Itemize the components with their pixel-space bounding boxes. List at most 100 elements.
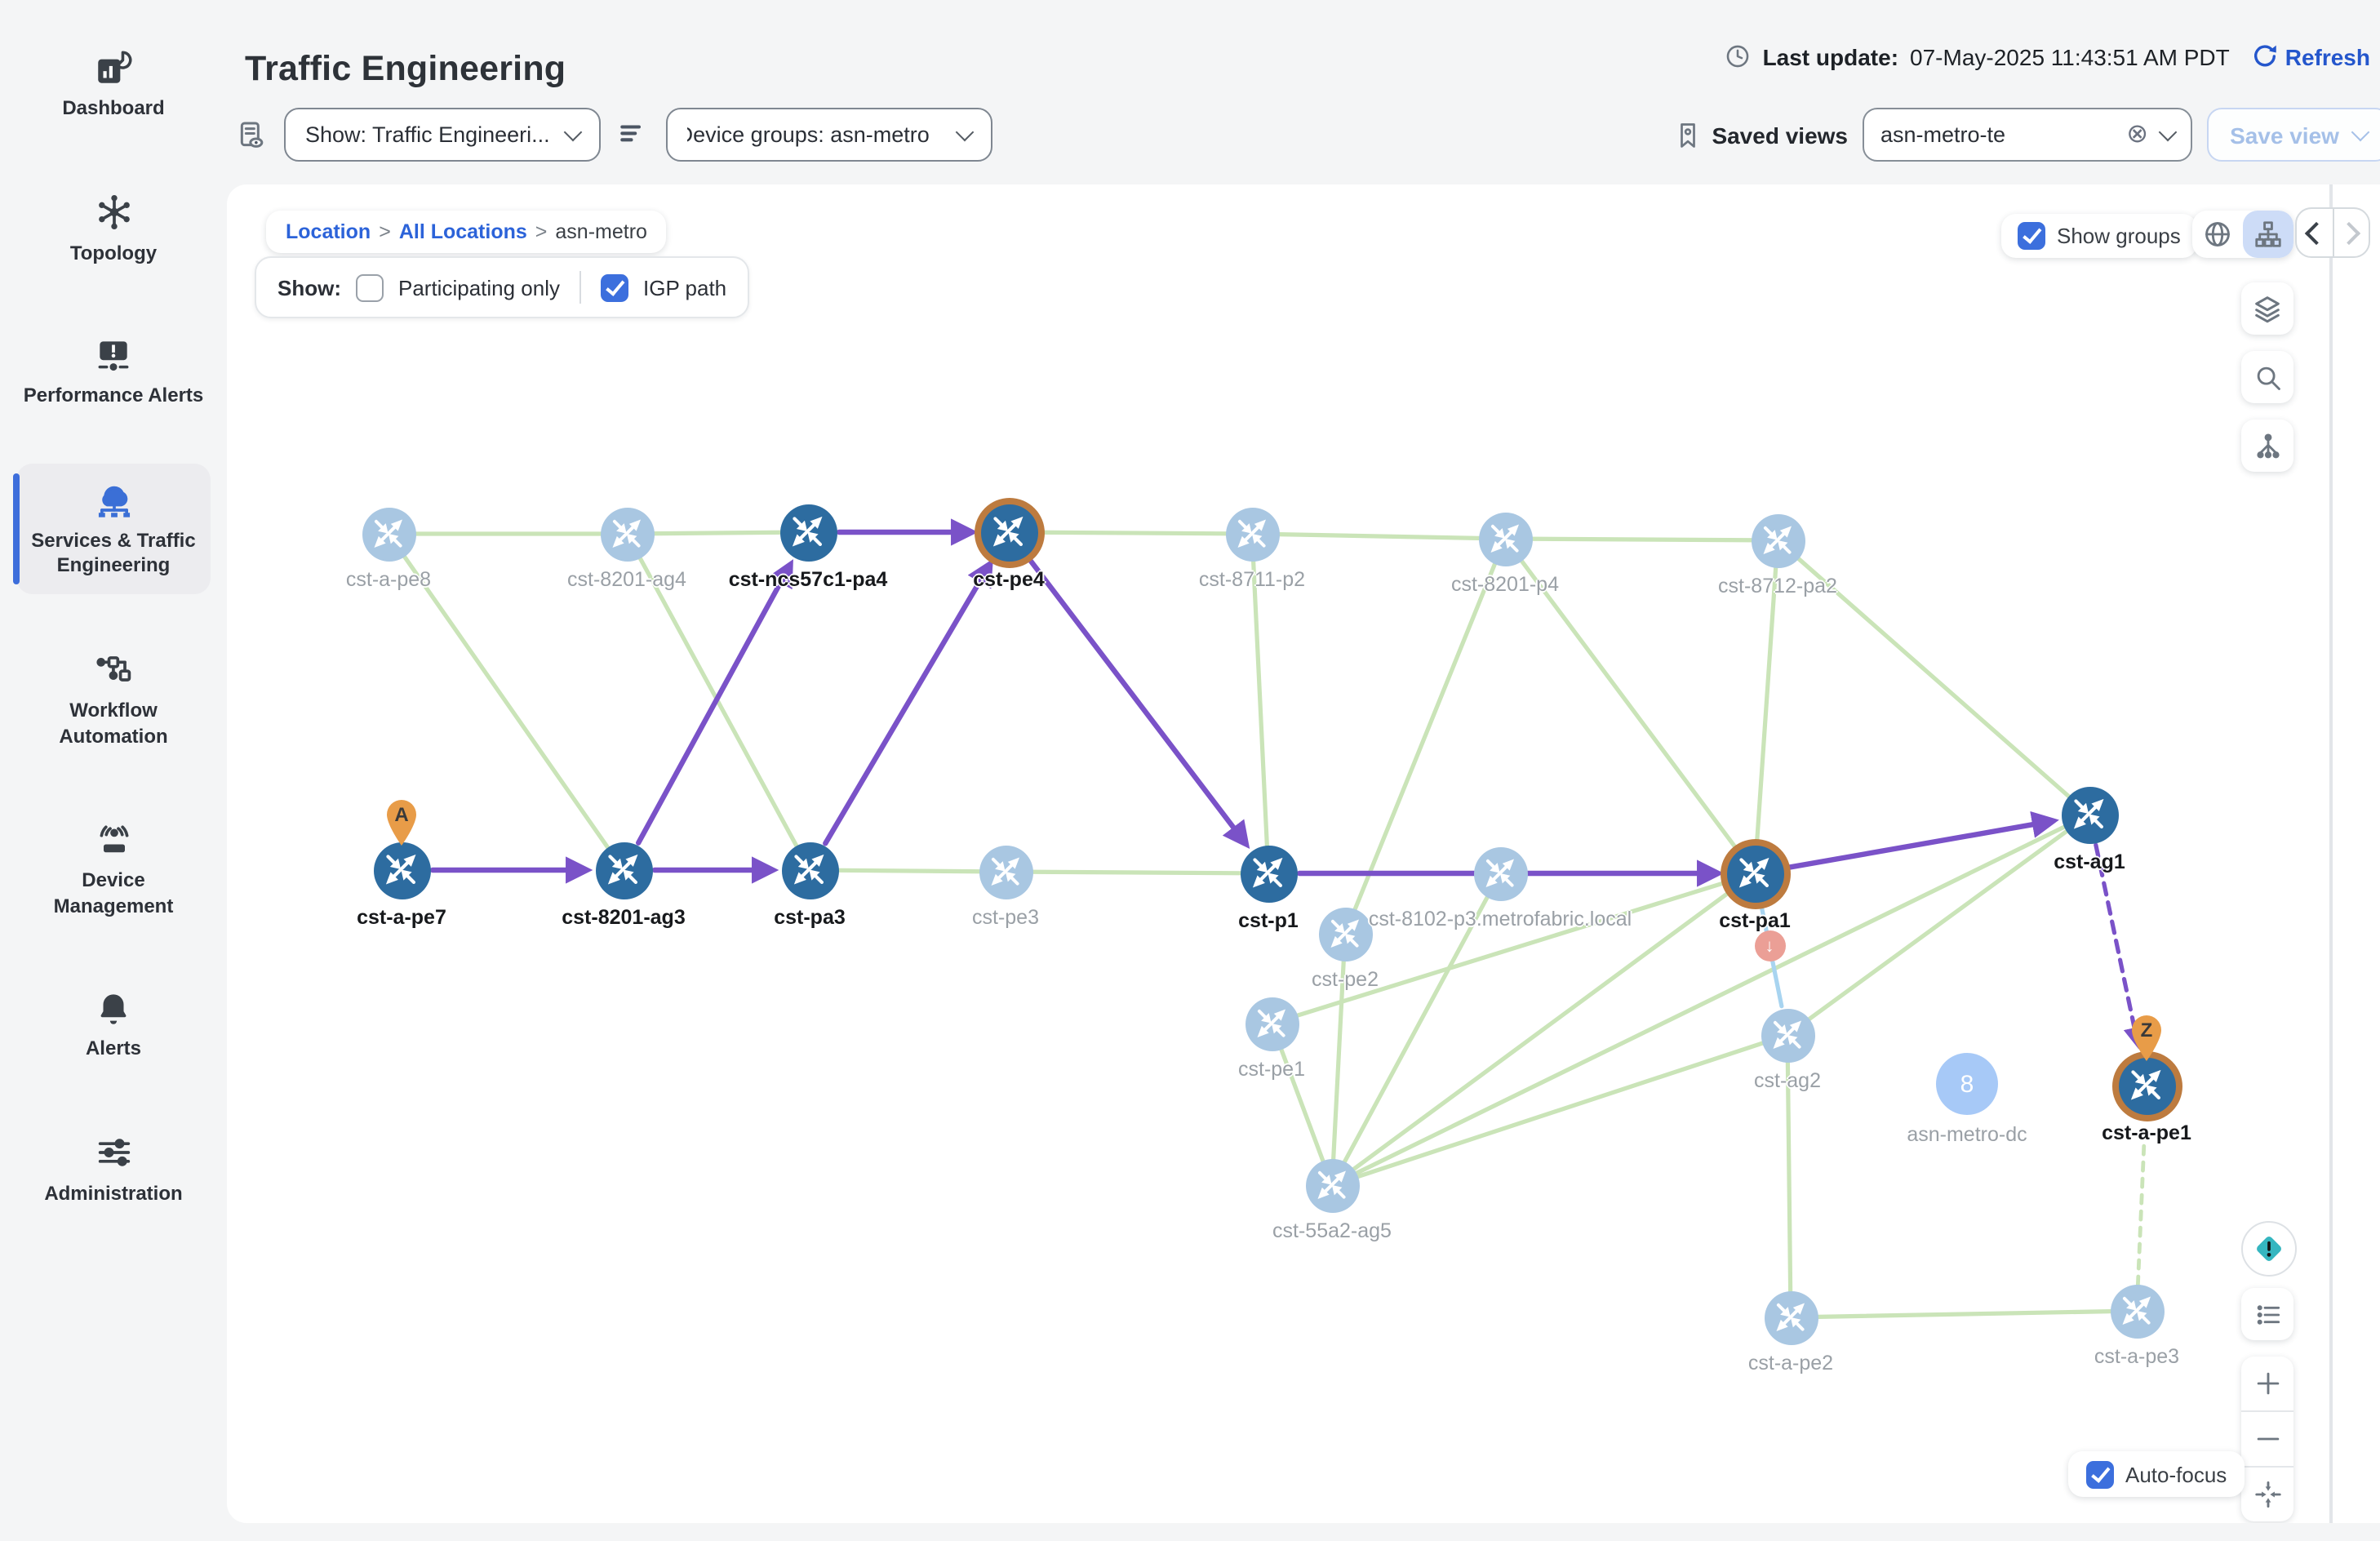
auto-focus-checkbox[interactable] [2086,1460,2114,1488]
device-groups-dropdown[interactable]: Device groups: asn-metro [665,108,992,162]
refresh-button[interactable]: Refresh [2251,42,2370,70]
topology-node[interactable] [1245,997,1299,1050]
sidebar-item-administration[interactable]: Administration [16,1117,211,1222]
topology-link[interactable] [1250,531,1507,541]
router-icon [993,517,1024,548]
topology-link[interactable] [1330,871,1503,1188]
view-options-icon[interactable] [233,117,269,153]
topology-node[interactable] [1305,1158,1359,1212]
link-down-badge[interactable]: ↓ [1754,930,1785,962]
topology-node[interactable] [979,845,1032,899]
path-tree-button[interactable] [2241,420,2293,472]
topology-link[interactable] [2094,842,2146,1050]
topology-link[interactable] [1024,554,1250,850]
topology-link[interactable] [823,558,993,846]
topology-link[interactable] [1330,871,1757,1188]
topology-node[interactable] [1761,1008,1814,1062]
topology-link[interactable] [1783,810,2059,871]
topology-node[interactable] [980,504,1037,561]
auto-focus-toggle: Auto-focus [2068,1451,2245,1497]
topology-link[interactable] [1330,812,2092,1188]
breadcrumb-all-locations[interactable]: All Locations [398,220,527,243]
sidebar-item-topology[interactable]: Topology [16,175,211,281]
topology-node[interactable] [362,507,415,561]
router-icon [1330,919,1360,948]
topology-link[interactable] [1330,931,1348,1188]
topology-node[interactable] [1225,507,1279,561]
collapse-right-button[interactable] [2332,209,2369,256]
topology-link[interactable] [1003,869,1271,876]
topology-node[interactable] [595,842,652,899]
bookmark-icon [1680,122,1695,147]
sidebar-item-services-traffic-engineering[interactable]: Services & Traffic Engineering [13,463,211,594]
collapse-left-button[interactable] [2297,209,2332,256]
topology-link[interactable] [807,868,1008,874]
show-filter-dropdown[interactable]: Show: Traffic Engineeri... [284,108,601,162]
topology-node[interactable] [2061,786,2118,843]
topology-node[interactable] [1726,845,1783,902]
topology-link[interactable] [2135,1126,2147,1287]
saved-view-select[interactable]: asn-metro-te ⊗ [1863,108,2192,162]
topology-node[interactable] [1751,513,1805,567]
sidebar-item-label: Alerts [85,1037,141,1060]
geo-map-button[interactable] [2192,211,2243,258]
topology-node[interactable] [373,842,430,899]
fit-view-button[interactable] [2241,1466,2293,1521]
topology-node[interactable] [1318,907,1372,961]
topology-link[interactable] [1503,536,1757,876]
right-panel-divider [2329,184,2333,1523]
topology-node[interactable] [2110,1284,2164,1338]
save-view-label: Save view [2230,122,2339,148]
breadcrumb-location[interactable]: Location [286,220,371,243]
topology-link[interactable] [1269,871,1757,1026]
topology-link[interactable] [1269,1021,1334,1188]
saved-views-area: Saved views asn-metro-te ⊗ Save view [1672,108,2380,162]
topology-link[interactable] [386,531,626,873]
dashboard-icon [98,51,132,83]
topology-node[interactable] [1240,845,1297,902]
topology-link[interactable] [1752,538,1780,876]
clear-icon[interactable]: ⊗ [2126,120,2148,148]
save-view-button[interactable]: Save view [2207,108,2380,162]
zoom-out-button[interactable] [2241,1410,2293,1466]
topology-node[interactable] [779,504,837,561]
sidebar-item-device-management[interactable]: Device Management [16,803,211,934]
logical-map-button[interactable] [2243,211,2293,258]
topology-link[interactable] [1330,1033,1790,1188]
layers-button[interactable] [2241,282,2293,335]
sidebar-item-dashboard[interactable]: Dashboard [16,33,211,136]
legend-list-button[interactable] [2241,1288,2293,1340]
sidebar-item-performance-alerts[interactable]: Performance Alerts [16,320,211,424]
saved-views-label: Saved views [1712,122,1848,148]
participating-only-checkbox[interactable] [356,273,384,301]
topology-link[interactable] [1250,531,1271,876]
topology-node[interactable] [1764,1290,1818,1344]
topology-group-node[interactable]: 8 [1936,1053,1998,1115]
alert-legend-button[interactable] [2241,1221,2297,1277]
show-groups-checkbox[interactable] [2018,222,2045,250]
topology-link[interactable] [1503,536,1780,543]
sidebar-item-workflow-automation[interactable]: Workflow Automation [16,633,211,764]
topology-link[interactable] [1006,530,1254,536]
topology-link[interactable] [1343,536,1507,936]
show-label: Show: [278,275,341,300]
topology-link[interactable] [1785,812,2092,1037]
search-button[interactable] [2241,351,2293,403]
sidebar-item-alerts[interactable]: Alerts [16,974,211,1077]
last-update-label: Last update: [1762,43,1899,69]
map-view-toggle [2192,211,2293,258]
igp-path-checkbox[interactable] [601,273,628,301]
topology-node[interactable] [600,507,654,561]
topology-node[interactable] [1478,512,1532,566]
topology-link[interactable] [624,530,810,536]
topology-link[interactable] [1775,538,2092,817]
zoom-in-button[interactable] [2241,1357,2293,1410]
topology-link[interactable] [1788,1308,2139,1320]
topology-node[interactable] [1473,846,1527,900]
topology-link[interactable] [1785,1033,1793,1320]
topology-node[interactable] [781,842,838,899]
topology-node[interactable] [2118,1057,2175,1114]
topology-link[interactable] [636,559,793,846]
filter-lines-icon[interactable] [615,117,651,153]
